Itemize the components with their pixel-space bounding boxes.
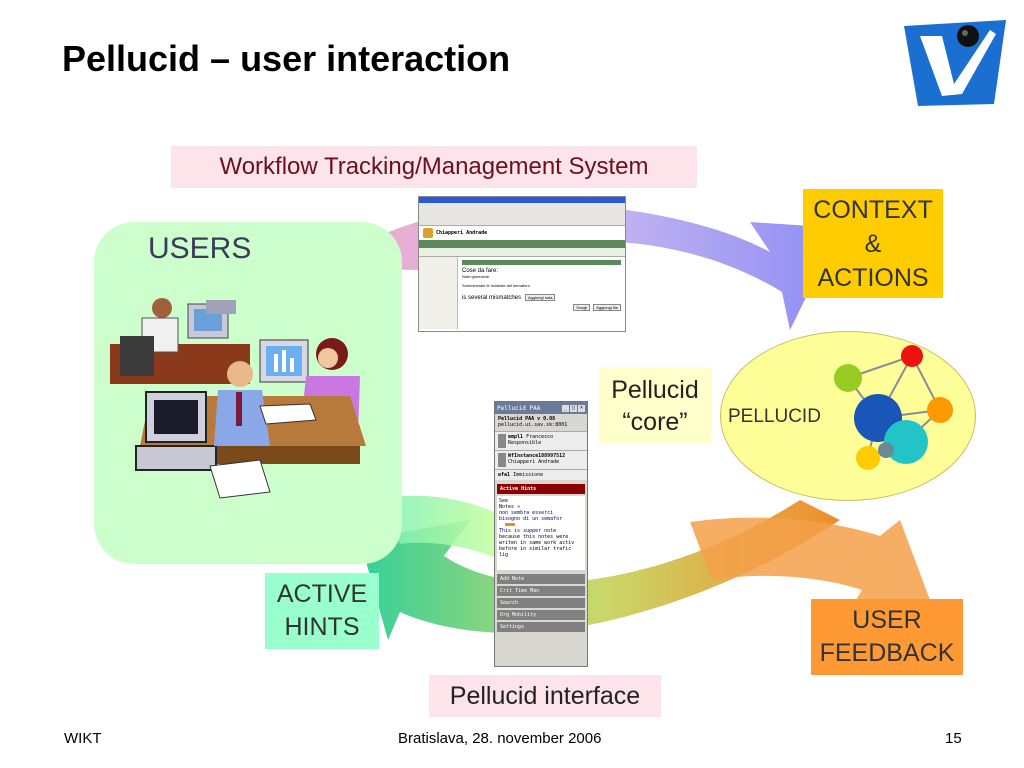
note-2-line3: writen in same work activ <box>499 540 575 546</box>
employee-icon <box>498 434 506 448</box>
menu-crit-time[interactable]: Crit Time Man <box>497 586 585 596</box>
note-1-line1: non sembra esserci <box>499 510 554 516</box>
employee-name: Francesco <box>526 434 554 440</box>
users-clipart <box>110 298 366 499</box>
wfms-content: Cose da fare: Note generiche Sommerciale… <box>458 257 625 329</box>
pellucid-core-line1: Pellucid <box>611 375 699 404</box>
wfms-choose-button[interactable]: Scegli <box>573 304 591 311</box>
wfms-logo-icon <box>423 228 433 238</box>
wfms-user-name: Chiapperi Andrade <box>436 230 488 236</box>
context-actions-box: CONTEXT & ACTIONS <box>803 189 943 298</box>
wfms-tabbar <box>419 240 625 248</box>
workflow-name: Chiapperi Andrade <box>508 459 560 465</box>
note-2-line4: before in similar trafic lig <box>499 546 572 558</box>
hints-arrow <box>380 495 510 560</box>
workflow-row: WfInstance188997512 Chiapperi Andrade <box>495 450 587 469</box>
pellucid-label: PELLUCID <box>728 406 821 427</box>
activity-name: Immissione <box>513 472 544 478</box>
network-icon <box>834 345 953 470</box>
workflow-label: Workflow Tracking/Management System <box>171 146 697 188</box>
note-1-line2: bisogno di un semafor <box>499 516 563 522</box>
menu-org-mobility[interactable]: Org Mobility <box>497 610 585 620</box>
wfms-item2: Sommerciale le richieste del semaforo <box>462 283 530 288</box>
user-feedback-box: USER FEEDBACK <box>811 599 963 675</box>
pellucid-window: Pellucid PAA _ □ × Pellucid PAA v 0.08 p… <box>494 401 588 667</box>
menu-settings[interactable]: Settings <box>497 622 585 632</box>
wfms-content-bar <box>462 260 621 265</box>
close-icon[interactable]: × <box>578 404 585 412</box>
workflow-label-text: Workflow Tracking/Management System <box>219 153 649 180</box>
footer-page-number: 15 <box>945 730 962 747</box>
wfms-toolbar <box>419 203 625 226</box>
feedback-arrow <box>690 517 930 610</box>
logo-icon <box>904 20 1006 106</box>
hints-notes: Notes <box>499 504 515 510</box>
bottom-arrow <box>360 500 840 640</box>
context-line2: & <box>864 229 882 258</box>
active-hints-box: ACTIVE HINTS <box>265 573 379 649</box>
wfms-add-note-button[interactable]: Aggiungi nota <box>525 294 556 301</box>
workflow-id: WfInstance188997512 <box>508 453 566 459</box>
pellucid-title: Pellucid PAA <box>497 404 541 412</box>
active-hints-line1: ACTIVE <box>276 580 368 608</box>
wfms-sidebar <box>419 257 458 329</box>
wfms-window: Chiapperi Andrade Cose da fare: Note gen… <box>418 196 626 332</box>
pellucid-titlebar: Pellucid PAA _ □ × <box>495 402 587 414</box>
page-title: Pellucid – user interaction <box>62 38 511 79</box>
pellucid-menu: Add Note Crit Time Man Search Org Mobili… <box>497 574 585 632</box>
wfms-titlebar <box>419 197 625 203</box>
employee-id: empl1 <box>508 434 524 440</box>
menu-add-note[interactable]: Add Note <box>497 574 585 584</box>
wfms-subtabs <box>419 248 625 257</box>
minimize-button[interactable]: _ <box>562 404 569 412</box>
hints-panel: See Notes » non sembra esserci bisogno d… <box>497 496 585 570</box>
chevron-right-icon[interactable]: » <box>517 504 521 510</box>
wfms-header: Chiapperi Andrade <box>419 226 625 240</box>
pellucid-core-box: Pellucid “core” <box>599 367 711 444</box>
note-1-badge[interactable] <box>505 523 515 526</box>
workflow-icon <box>498 453 506 467</box>
activity-id: wfa1 <box>498 472 511 478</box>
employee-role: Responsible <box>508 440 542 446</box>
user-feedback-line1: USER <box>852 606 922 634</box>
pellucid-version: Pellucid PAA v 0.08 <box>498 416 556 422</box>
note-2-line1: This is supper note <box>499 528 557 534</box>
context-line3: ACTIONS <box>817 263 929 292</box>
wfms-body: Cose da fare: Note generiche Sommerciale… <box>419 257 625 329</box>
footer-left: WIKT <box>64 730 102 747</box>
wfms-mismatch: is several mismatches <box>462 294 522 301</box>
pellucid-core-line2: “core” <box>622 407 688 436</box>
context-line1: CONTEXT <box>813 195 933 224</box>
active-hints-line2: HINTS <box>284 613 360 641</box>
pellucid-interface-text: Pellucid interface <box>449 681 641 710</box>
hints-see: See <box>499 498 509 504</box>
menu-search[interactable]: Search <box>497 598 585 608</box>
maximize-button[interactable]: □ <box>570 404 577 412</box>
footer-center: Bratislava, 28. november 2006 <box>398 730 602 747</box>
note-2-line2: because this notes were <box>499 534 569 540</box>
wfms-item1: Note generiche <box>462 274 490 279</box>
wfms-heading: Cose da fare: <box>462 268 499 274</box>
active-hints-header[interactable]: Active Hints <box>497 484 585 494</box>
user-feedback-line2: FEEDBACK <box>819 639 955 667</box>
employee-row: empl1 Francesco Responsible <box>495 431 587 450</box>
pellucid-interface-label: Pellucid interface <box>429 675 661 717</box>
wfms-add-file-button[interactable]: Aggiungi file <box>593 304 621 311</box>
activity-row: wfa1 Immissione <box>495 469 587 480</box>
users-label: USERS <box>148 232 252 265</box>
pellucid-host: pellucid.ui.sav.sk:8001 <box>498 422 568 428</box>
